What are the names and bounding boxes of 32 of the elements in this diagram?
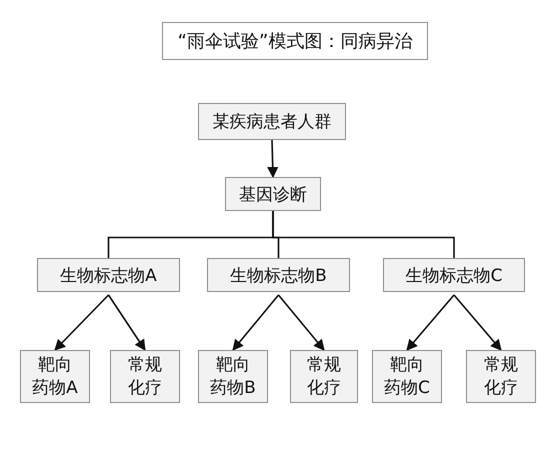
treatment-box [372, 350, 442, 403]
arrow [232, 294, 280, 351]
node-label: 某疾病患者人群 [212, 111, 332, 133]
process-box [225, 177, 321, 211]
node-label: 基因诊断 [239, 184, 307, 206]
process-box [198, 103, 346, 140]
treatment-box [20, 350, 90, 403]
node-label: 生物标志物C [406, 264, 502, 286]
node-label: 常规化疗 [306, 354, 342, 399]
treatment-box [198, 350, 268, 403]
process-box [383, 258, 525, 292]
node-label: 常规化疗 [126, 354, 163, 399]
arrow [267, 140, 278, 178]
treatment-box [466, 350, 536, 403]
node-label: 常规化疗 [482, 354, 519, 399]
arrow [108, 294, 146, 351]
node-label: “雨伞试验”模式图：同病异治 [178, 30, 412, 53]
arrow [54, 294, 110, 351]
node-label: 靶向药物A [32, 354, 78, 399]
title-box [162, 22, 428, 60]
connector-line [272, 211, 455, 258]
process-box [37, 258, 180, 292]
node-label: 靶向药物C [384, 354, 430, 399]
arrow [406, 294, 455, 351]
node-label: 生物标志物A [60, 264, 157, 286]
node-label: 生物标志物B [230, 264, 327, 286]
treatment-box [290, 350, 358, 403]
node-label: 靶向药物B [210, 354, 256, 399]
treatment-box [110, 350, 180, 403]
arrow [453, 294, 502, 351]
process-box [207, 258, 350, 292]
arrow [278, 294, 325, 351]
